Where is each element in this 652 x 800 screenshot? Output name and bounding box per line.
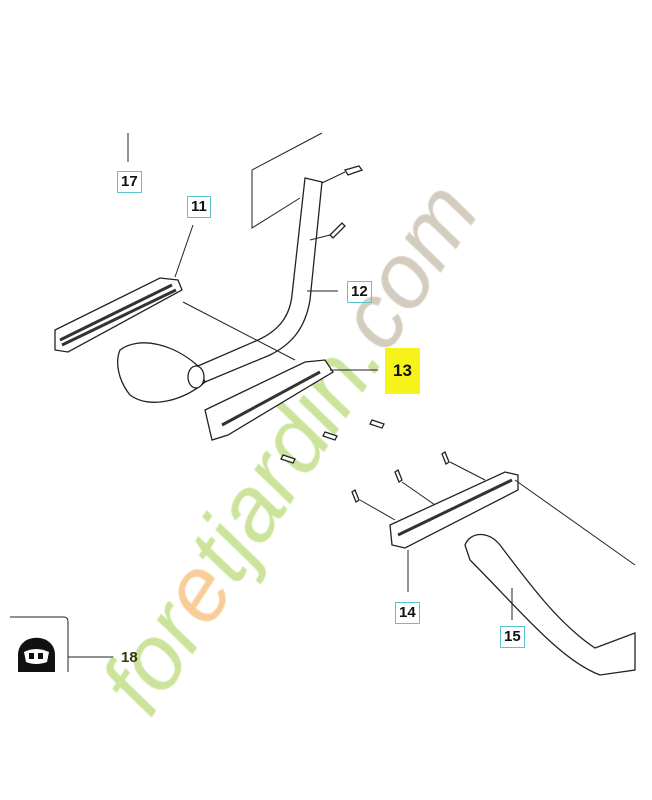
callout-11[interactable]: 11 [187, 196, 211, 218]
callout-14[interactable]: 14 [395, 602, 420, 624]
part-11-plate [54, 224, 194, 353]
callout-13-highlighted[interactable]: 13 [385, 348, 420, 394]
part-13-bracket [204, 359, 385, 464]
callout-18[interactable]: 18 [121, 649, 138, 666]
part-15-tube [464, 479, 636, 676]
helmet-icon [18, 637, 55, 672]
callout-12[interactable]: 12 [347, 281, 372, 303]
item-18-group [10, 616, 113, 672]
part-12-handle-bar [117, 132, 364, 403]
callout-17[interactable]: 17 [117, 171, 142, 193]
callout-15[interactable]: 15 [500, 626, 525, 648]
part-14-plate [351, 451, 519, 592]
